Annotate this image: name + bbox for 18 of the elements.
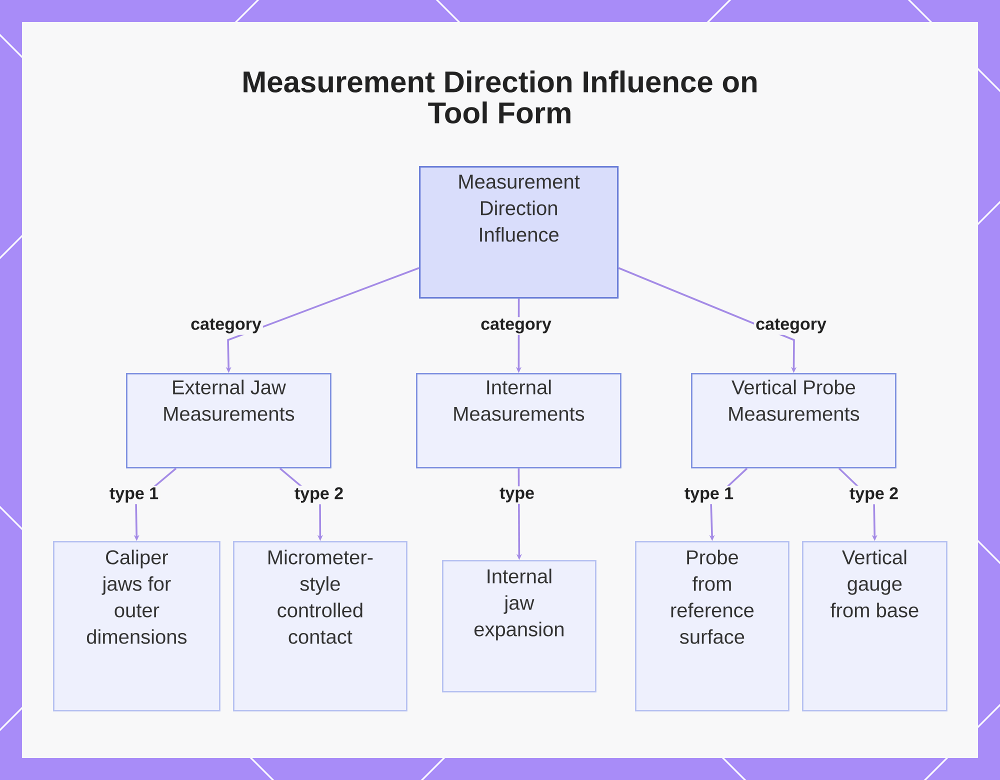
- detail-box: Micrometer-style controlled contact: [233, 541, 408, 712]
- main-box: Measurement Direction Influence: [419, 166, 619, 299]
- detail-box: Vertical gauge from base: [802, 541, 948, 712]
- category-box: Vertical Probe Measurements: [691, 373, 896, 468]
- edge-label: type 2: [292, 486, 346, 504]
- detail-box: Internal jaw expansion: [442, 560, 596, 692]
- edge-label: category: [754, 317, 828, 335]
- category-box: External Jaw Measurements: [126, 373, 332, 468]
- edge-label: type 1: [682, 486, 736, 504]
- edge-label: category: [479, 317, 553, 335]
- edge-label: type 1: [108, 486, 160, 504]
- edge-label: type 2: [848, 486, 900, 504]
- category-box: Internal Measurements: [416, 373, 622, 468]
- edge-label: type: [498, 486, 536, 504]
- detail-box: Probe from reference surface: [635, 541, 790, 712]
- title: Measurement Direction Influence on Tool Form: [244, 70, 756, 124]
- detail-box: Caliper jaws for outer dimensions: [53, 541, 220, 712]
- edge-label: category: [189, 317, 263, 335]
